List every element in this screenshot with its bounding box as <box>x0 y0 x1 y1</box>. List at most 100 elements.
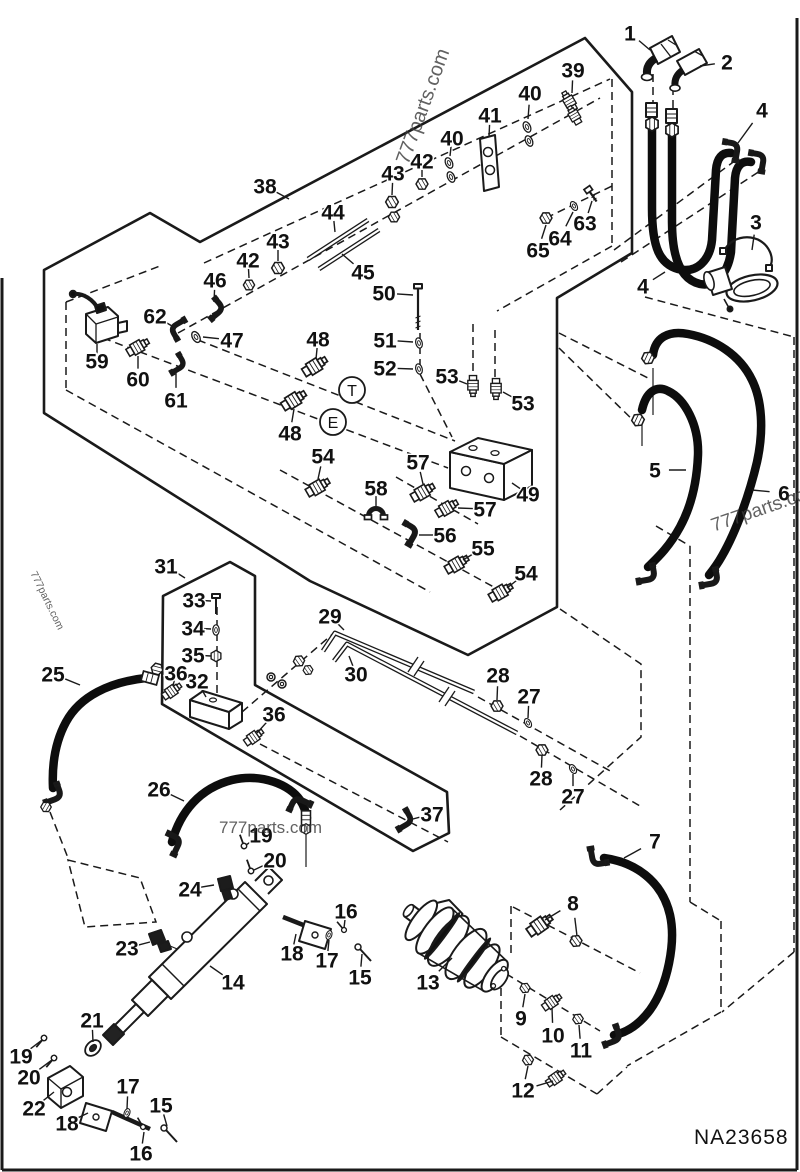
part-label: 45 <box>351 262 375 285</box>
elbow-fitting <box>168 350 186 377</box>
ferrule-fitting <box>300 810 312 826</box>
nut-fitting <box>292 655 306 667</box>
port-marker-circle <box>338 376 366 404</box>
elbow-fitting <box>164 829 182 859</box>
part-label: 35 <box>181 645 205 668</box>
part-label: 2 <box>721 52 733 75</box>
hexfit-fitting <box>160 682 183 701</box>
part-label: 24 <box>178 879 202 902</box>
part-label: 64 <box>548 228 572 251</box>
part-label: 28 <box>486 665 510 688</box>
hose <box>599 853 677 1040</box>
part-label: 20 <box>17 1067 40 1090</box>
part-label: 63 <box>573 213 596 236</box>
nut-fitting <box>270 261 286 275</box>
part-label: 15 <box>149 1095 173 1118</box>
hose <box>637 384 703 572</box>
hose <box>48 673 151 793</box>
nut-fitting <box>39 801 53 813</box>
elbow-fitting <box>394 806 414 834</box>
part-label: 12 <box>511 1080 534 1103</box>
nut-fitting <box>535 744 549 756</box>
nut-fitting <box>569 934 583 948</box>
sheet-border <box>0 18 799 1172</box>
part-label: 50 <box>372 283 395 306</box>
hexfit-fitting <box>304 477 332 498</box>
ring-fitting <box>266 672 276 682</box>
part-label: 32 <box>185 671 208 694</box>
part-label: 34 <box>181 618 205 641</box>
elbow-fitting <box>747 149 767 175</box>
part-label: 3 <box>750 212 762 235</box>
part-label: 56 <box>433 525 456 548</box>
part-label: 20 <box>263 850 286 873</box>
hexfit-fitting <box>487 582 515 603</box>
part-label: 18 <box>280 943 304 966</box>
part-label: 23 <box>115 938 138 961</box>
part-label: 53 <box>511 393 534 416</box>
boltTiny-fitting <box>136 1117 147 1131</box>
part-label: 46 <box>203 270 226 293</box>
nut-fitting <box>645 116 659 132</box>
part-label: 38 <box>253 176 277 199</box>
part-label: 8 <box>567 893 579 916</box>
part-label: 53 <box>435 366 458 389</box>
part-label: 16 <box>129 1143 152 1166</box>
part-label: 11 <box>570 1040 593 1063</box>
washer-fitting <box>444 157 454 169</box>
elbow-fitting <box>401 518 418 549</box>
washer-fitting <box>123 1108 131 1118</box>
part-label: 1 <box>624 23 636 46</box>
washer-fitting <box>522 121 532 133</box>
part-label: 9 <box>515 1008 527 1031</box>
elbow-fitting <box>698 565 720 590</box>
boltTiny-fitting <box>336 921 348 934</box>
hexfit-fitting <box>433 498 460 519</box>
part-label: 5 <box>649 460 661 483</box>
washer-fitting <box>415 363 423 375</box>
elbow-fitting <box>721 138 741 164</box>
hexfit-fitting <box>490 377 502 401</box>
hexfit-fitting <box>242 728 265 747</box>
part-label: 31 <box>154 556 178 579</box>
port-marker-label: E <box>328 415 339 432</box>
nut-fitting <box>521 1054 535 1066</box>
part-label: 60 <box>126 369 149 392</box>
washer-fitting <box>415 337 423 349</box>
part-label: 25 <box>41 664 65 687</box>
part-drawings <box>47 35 779 1143</box>
elbow-fitting <box>169 315 189 343</box>
part-label: 43 <box>266 231 289 254</box>
port-marker-label: T <box>347 383 357 400</box>
part-label: 43 <box>381 163 404 186</box>
dashed-lines <box>49 74 795 1095</box>
part-label: 33 <box>182 590 205 613</box>
part-label: 4 <box>637 276 649 299</box>
nut-fitting <box>387 211 401 223</box>
nut-fitting <box>415 178 429 190</box>
part-label: 62 <box>143 306 166 329</box>
hexfit-fitting <box>279 389 308 412</box>
part-label: 17 <box>315 950 338 973</box>
nut-fitting <box>384 195 400 209</box>
elbow-fitting <box>586 845 611 867</box>
nut-fitting <box>300 823 312 835</box>
part-label: 65 <box>526 240 550 263</box>
nut-fitting <box>519 982 531 994</box>
hexfit-fitting <box>409 482 437 503</box>
boltTiny-fitting <box>246 859 255 875</box>
hexfit-fitting <box>524 913 555 938</box>
part-label: 21 <box>80 1010 104 1033</box>
part-label: 22 <box>22 1098 45 1121</box>
part-label: 57 <box>473 499 496 522</box>
part-label: 18 <box>55 1113 79 1136</box>
part-label: 14 <box>221 972 245 995</box>
leader-lines <box>30 40 770 1144</box>
ring-fitting <box>277 679 287 689</box>
part-label: 15 <box>348 967 372 990</box>
hexfit-fitting <box>566 104 583 127</box>
part-label: 44 <box>321 202 345 225</box>
